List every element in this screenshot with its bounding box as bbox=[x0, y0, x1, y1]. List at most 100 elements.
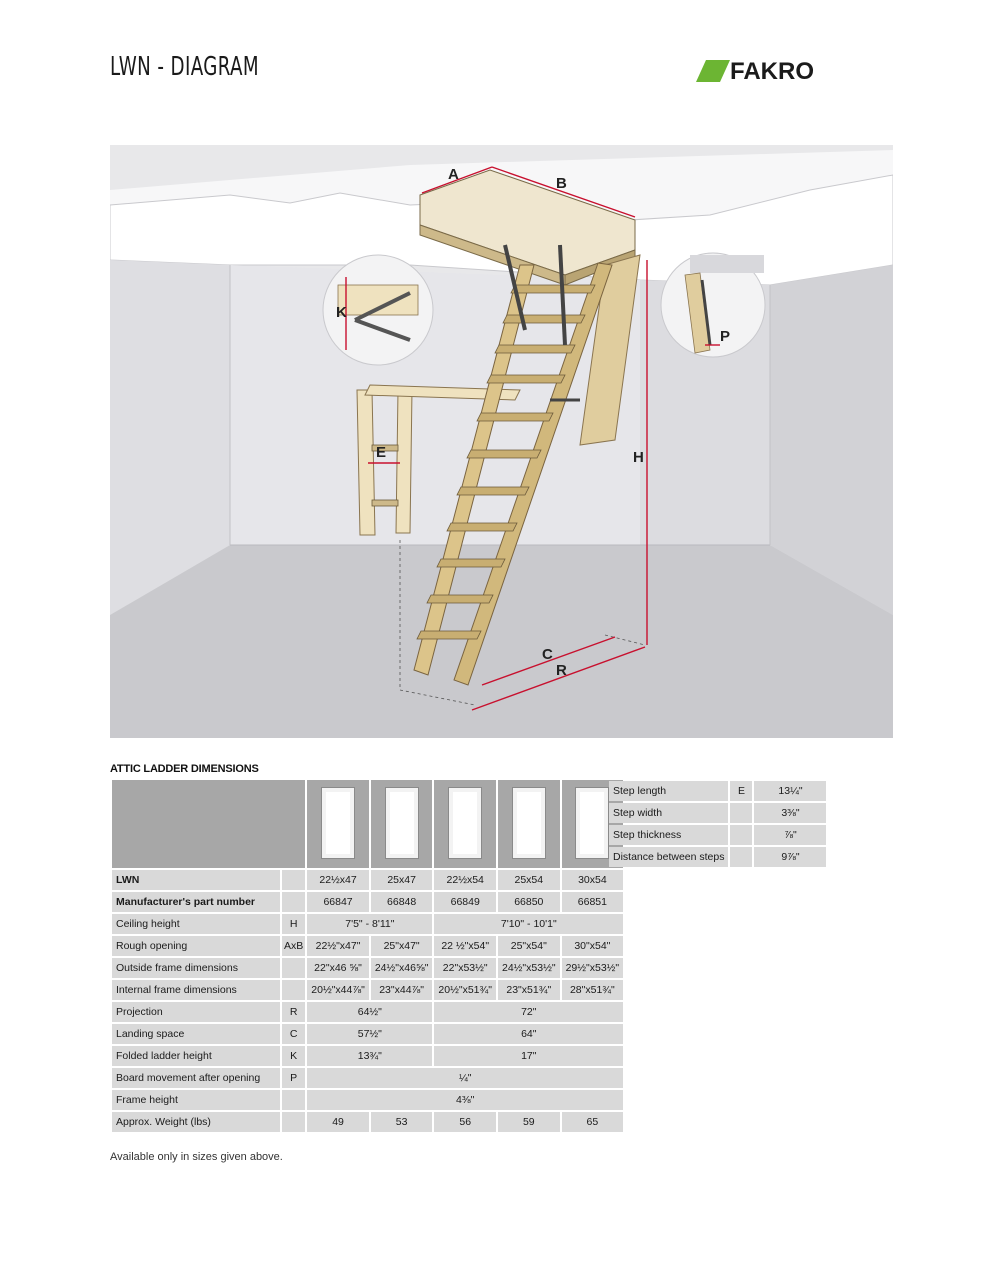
row-symbol: R bbox=[282, 1002, 306, 1022]
hatch-door-icon bbox=[385, 787, 418, 858]
cell: 30"x54" bbox=[561, 936, 624, 956]
cell: 25x47 bbox=[370, 870, 433, 890]
table-row: Outside frame dimensions 22"x46 ⅝" 24½"x… bbox=[112, 958, 624, 978]
row-label: Ceiling height bbox=[112, 914, 280, 934]
cell: 59 bbox=[498, 1112, 560, 1132]
ladder-diagram: A B H K P E C R bbox=[110, 145, 893, 738]
cell: 28"x51¾" bbox=[561, 980, 624, 1000]
table-row: Approx. Weight (lbs) 49 53 56 59 65 bbox=[112, 1112, 624, 1132]
row-label: Rough opening bbox=[112, 936, 280, 956]
row-label: Board movement after opening bbox=[112, 1068, 280, 1088]
row-symbol bbox=[282, 1090, 306, 1110]
cell: 9⅞" bbox=[754, 847, 827, 867]
label-r: R bbox=[556, 662, 567, 679]
table-row: Distance between steps 9⅞" bbox=[609, 847, 827, 867]
cell: 29½"x53½" bbox=[561, 958, 624, 978]
cell: 24½"x53½" bbox=[498, 958, 560, 978]
row-label: Landing space bbox=[112, 1024, 280, 1044]
row-label: Outside frame dimensions bbox=[112, 958, 280, 978]
cell: 3⅜" bbox=[754, 803, 827, 823]
row-symbol: E bbox=[730, 781, 753, 801]
brand-logo: FAKRO bbox=[696, 58, 856, 86]
cell: 4⅜" bbox=[307, 1090, 624, 1110]
cell: 30x54 bbox=[561, 870, 624, 890]
table-row: Rough opening AxB 22½"x47" 25"x47" 22 ½"… bbox=[112, 936, 624, 956]
hatch-image-cell bbox=[498, 780, 560, 868]
table-row: Folded ladder height K 13¾" 17" bbox=[112, 1046, 624, 1066]
cell: 7'10" - 10'1" bbox=[434, 914, 624, 934]
label-a: A bbox=[448, 166, 459, 183]
label-p: P bbox=[720, 328, 730, 345]
cell: 72" bbox=[434, 1002, 624, 1022]
hatch-door-icon bbox=[449, 787, 482, 858]
cell: 66847 bbox=[307, 892, 369, 912]
cell: 22 ½"x54" bbox=[434, 936, 496, 956]
cell: ¼" bbox=[307, 1068, 624, 1088]
table-row: Step width 3⅜" bbox=[609, 803, 827, 823]
row-label: Manufacturer's part number bbox=[112, 892, 280, 912]
table-row: Manufacturer's part number 66847 66848 6… bbox=[112, 892, 624, 912]
cell: 66850 bbox=[498, 892, 560, 912]
row-symbol bbox=[282, 1112, 306, 1132]
row-symbol bbox=[282, 958, 306, 978]
table-row: Step length E 13¼" bbox=[609, 781, 827, 801]
footnote: Available only in sizes given above. bbox=[110, 1151, 283, 1163]
cell: 22"x53½" bbox=[434, 958, 496, 978]
cell: 57½" bbox=[307, 1024, 433, 1044]
cell: 64½" bbox=[307, 1002, 433, 1022]
section-title: ATTIC LADDER DIMENSIONS bbox=[110, 763, 259, 775]
hatch-image-cell bbox=[307, 780, 369, 868]
label-b: B bbox=[556, 175, 567, 192]
table-row: Board movement after opening P ¼" bbox=[112, 1068, 624, 1088]
row-label: Frame height bbox=[112, 1090, 280, 1110]
row-symbol: H bbox=[282, 914, 306, 934]
row-symbol bbox=[730, 803, 753, 823]
table-row: Landing space C 57½" 64" bbox=[112, 1024, 624, 1044]
cell: 23"x51¾" bbox=[498, 980, 560, 1000]
hatch-door-icon bbox=[322, 787, 355, 858]
cell: 64" bbox=[434, 1024, 624, 1044]
table-row: Step thickness ⅞" bbox=[609, 825, 827, 845]
row-label: Projection bbox=[112, 1002, 280, 1022]
cell: 7'5" - 8'11" bbox=[307, 914, 433, 934]
cell: 25x54 bbox=[498, 870, 560, 890]
cell: 66849 bbox=[434, 892, 496, 912]
table-row: Ceiling height H 7'5" - 8'11" 7'10" - 10… bbox=[112, 914, 624, 934]
cell: ⅞" bbox=[754, 825, 827, 845]
table-row: Frame height 4⅜" bbox=[112, 1090, 624, 1110]
cell: 22½x47 bbox=[307, 870, 369, 890]
row-label: Distance between steps bbox=[609, 847, 729, 867]
row-label: Internal frame dimensions bbox=[112, 980, 280, 1000]
hatch-door-icon bbox=[512, 787, 545, 858]
hatch-image-cell bbox=[370, 780, 433, 868]
row-symbol bbox=[730, 847, 753, 867]
label-h: H bbox=[633, 449, 644, 466]
cell: 65 bbox=[561, 1112, 624, 1132]
hatch-image-cell bbox=[434, 780, 496, 868]
cell: 23"x44⅞" bbox=[370, 980, 433, 1000]
row-symbol bbox=[730, 825, 753, 845]
cell: 56 bbox=[434, 1112, 496, 1132]
hatch-door-icon bbox=[576, 787, 609, 858]
ladder-diagram-illustration: A B H K P E C R bbox=[110, 145, 893, 738]
cell: 66851 bbox=[561, 892, 624, 912]
row-label: Step thickness bbox=[609, 825, 729, 845]
cell: 13¼" bbox=[754, 781, 827, 801]
cell: 66848 bbox=[370, 892, 433, 912]
cell: 20½"x44⅞" bbox=[307, 980, 369, 1000]
step-dimensions-table: Step length E 13¼" Step width 3⅜" Step t… bbox=[607, 779, 828, 869]
cell: 53 bbox=[370, 1112, 433, 1132]
row-symbol: P bbox=[282, 1068, 306, 1088]
page-title: LWN - DIAGRAM bbox=[110, 52, 259, 82]
row-symbol: C bbox=[282, 1024, 306, 1044]
row-label: Step length bbox=[609, 781, 729, 801]
cell: 24½"x46⅝" bbox=[370, 958, 433, 978]
row-symbol: AxB bbox=[282, 936, 306, 956]
row-symbol bbox=[282, 980, 306, 1000]
table-row: Projection R 64½" 72" bbox=[112, 1002, 624, 1022]
brand-name: FAKRO bbox=[730, 58, 814, 85]
label-c: C bbox=[542, 646, 553, 663]
row-label: Folded ladder height bbox=[112, 1046, 280, 1066]
brand-logo-mark-icon bbox=[696, 60, 730, 82]
cell: 22½x54 bbox=[434, 870, 496, 890]
